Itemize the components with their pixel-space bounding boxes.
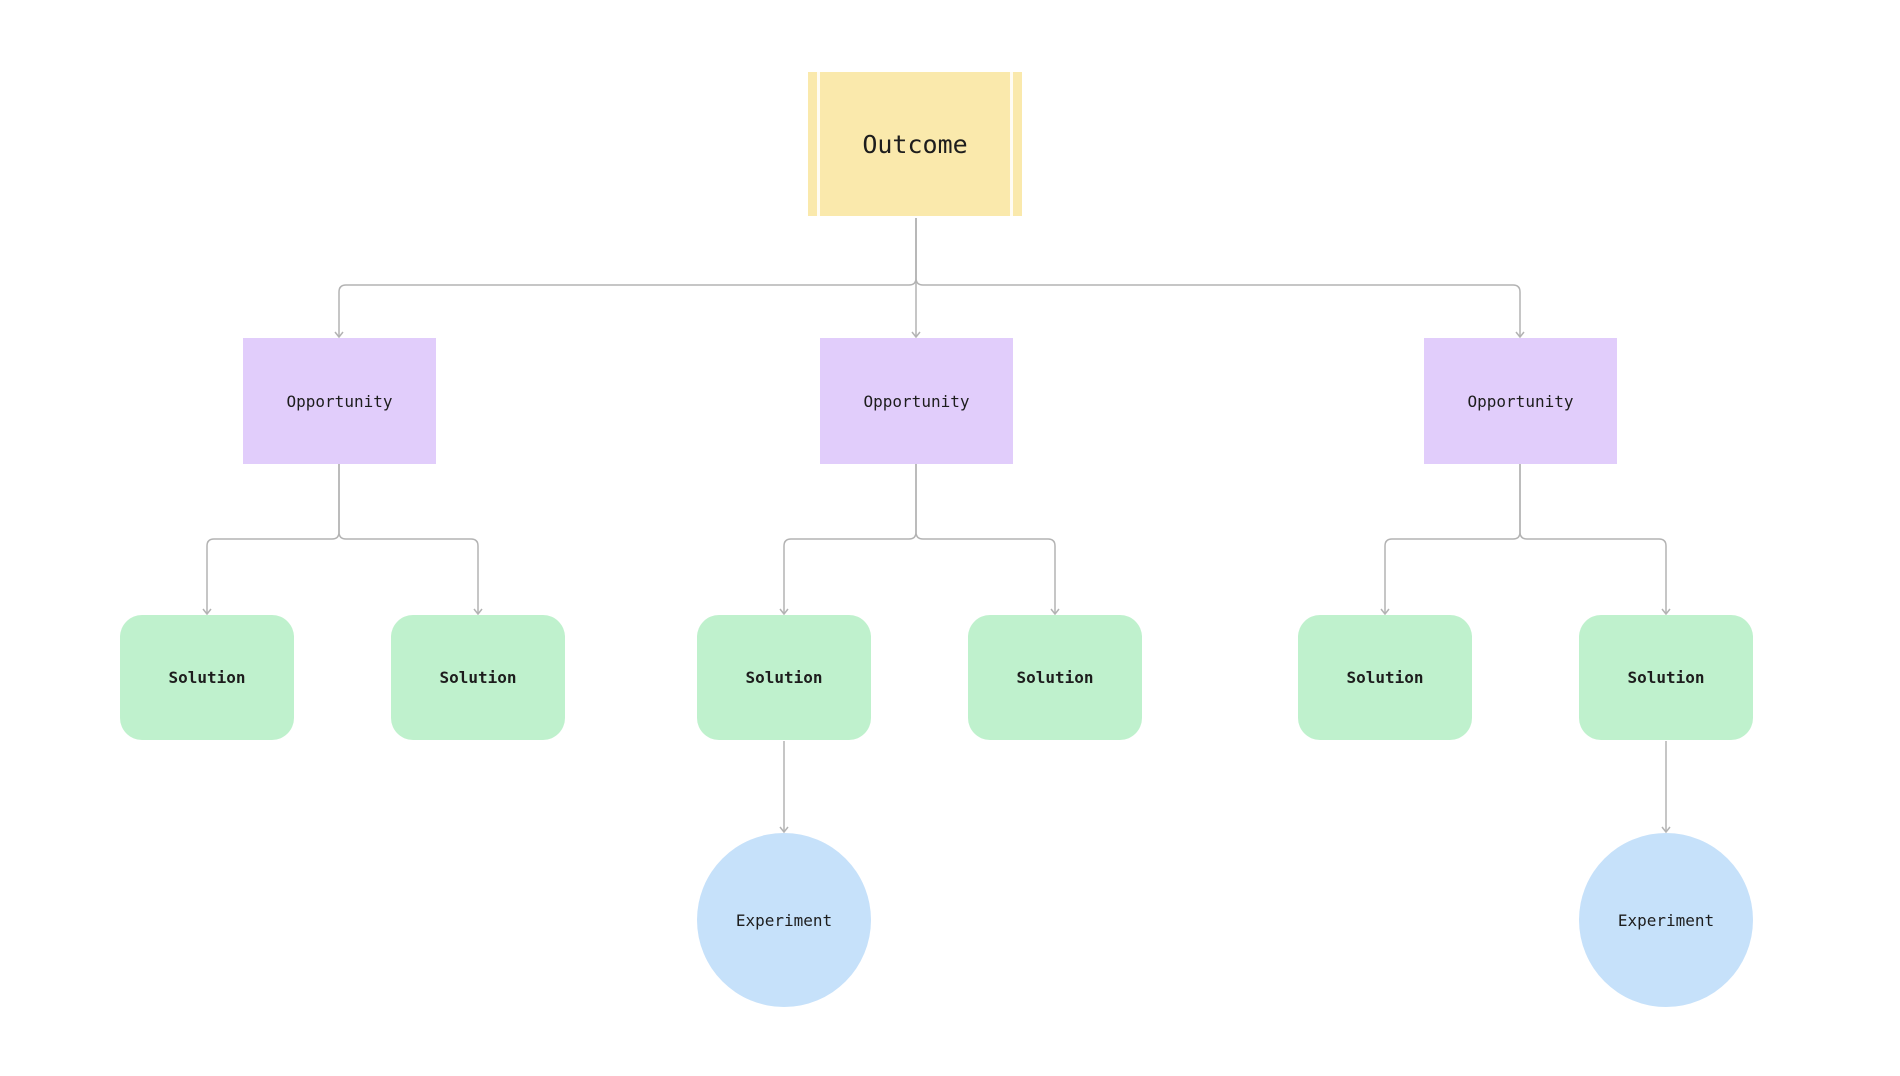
outcome-node[interactable]: Outcome	[808, 72, 1022, 216]
solution-label: Solution	[1627, 668, 1705, 687]
experiment-label: Experiment	[1617, 910, 1715, 930]
experiment-node-2[interactable]: Experiment	[1579, 833, 1753, 1007]
solution-label: Solution	[1346, 668, 1424, 687]
experiment-node-1[interactable]: Experiment	[697, 833, 871, 1007]
arrowhead	[1050, 608, 1060, 616]
connector-opportunity-2-solution-2	[915, 464, 1056, 614]
solution-label: Solution	[439, 668, 517, 687]
opportunity-node-3[interactable]: Opportunity	[1424, 338, 1617, 464]
solution-label: Solution	[168, 668, 246, 687]
arrowhead	[473, 608, 483, 616]
arrowhead	[1515, 331, 1525, 339]
opportunity-node-1[interactable]: Opportunity	[243, 338, 436, 464]
connector-opportunity-3-solution-1	[1384, 464, 1521, 614]
arrowhead	[1661, 608, 1671, 616]
arrowheads	[202, 331, 1671, 834]
connector-opportunity-2-solution-1	[783, 464, 917, 614]
arrowhead	[779, 608, 789, 616]
solution-node-1-1[interactable]: Solution	[120, 615, 294, 740]
connector-opportunity-3-solution-2	[1519, 464, 1667, 614]
arrowhead	[1661, 826, 1671, 834]
connector-outcome-opportunity-1	[338, 218, 917, 337]
connector-outcome-opportunity-3	[915, 218, 1521, 337]
connector-opportunity-1-solution-2	[338, 464, 479, 614]
outcome-stripe-left	[817, 72, 820, 216]
arrowhead	[1380, 608, 1390, 616]
arrowhead	[202, 608, 212, 616]
opportunity-label: Opportunity	[863, 391, 970, 411]
solution-node-3-2[interactable]: Solution	[1579, 615, 1753, 740]
solution-node-2-2[interactable]: Solution	[968, 615, 1142, 740]
opportunity-node-2[interactable]: Opportunity	[820, 338, 1013, 464]
solution-node-1-2[interactable]: Solution	[391, 615, 565, 740]
connector-opportunity-1-solution-1	[206, 464, 340, 614]
arrowhead	[779, 826, 789, 834]
solution-node-3-1[interactable]: Solution	[1298, 615, 1472, 740]
outcome-label: Outcome	[862, 129, 968, 159]
solution-label: Solution	[1016, 668, 1094, 687]
arrowhead	[911, 331, 921, 339]
opportunity-label: Opportunity	[286, 391, 393, 411]
opportunity-label: Opportunity	[1467, 391, 1574, 411]
experiment-label: Experiment	[735, 910, 833, 930]
arrowhead	[334, 331, 344, 339]
solution-label: Solution	[745, 668, 823, 687]
solution-node-2-1[interactable]: Solution	[697, 615, 871, 740]
outcome-stripe-right	[1010, 72, 1013, 216]
